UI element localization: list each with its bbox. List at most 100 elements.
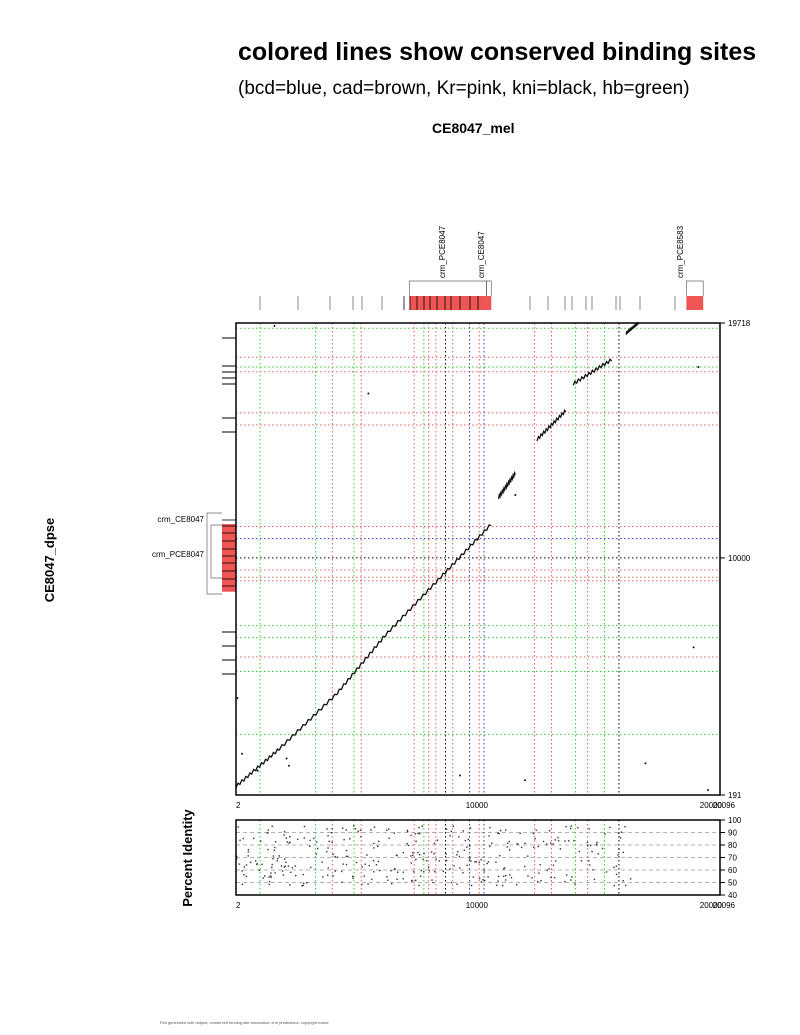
pi-dot [258,869,260,871]
pi-dot [303,837,305,839]
pi-dot [535,829,538,831]
pi-y-tick-label: 60 [728,866,737,875]
pi-dot [290,871,292,873]
pi-dot [435,858,438,860]
pi-dot [376,845,379,847]
alignment-dot [458,774,461,777]
pi-dot [282,874,285,876]
pi-dot [622,851,624,854]
pi-dot [487,876,489,878]
pi-dot [532,832,535,835]
y-tick-label: 19718 [728,319,751,328]
pi-dot [480,881,483,883]
pi-dot [419,875,422,878]
pi-dot [268,883,270,886]
pi-dot [553,876,556,879]
pi-dot [516,843,518,845]
pi-dot [615,873,618,876]
pi-dot [412,854,414,857]
pi-dot [410,855,412,857]
pi-dot [331,828,333,830]
pi-dot [378,840,380,843]
pi-dot [407,844,410,847]
pi-dot [601,847,604,850]
pi-dot [406,842,408,845]
pi-dot [247,851,250,853]
pi-dot [438,860,441,862]
pi-dot [434,870,436,873]
pi-dot [506,846,509,848]
pi-y-tick-label: 100 [728,816,742,825]
pi-dot [497,875,500,878]
pi-dot [418,884,420,887]
x-tick-label: 10000 [466,801,489,810]
alignment-segment [336,635,386,695]
pi-dot [619,837,622,839]
pi-dot [469,827,472,829]
top-crm-bracket [486,280,492,296]
pi-dot [391,883,393,885]
pi-dot [322,876,324,878]
pi-dot [316,847,319,850]
pi-dot [343,839,345,841]
pi-dot [550,876,552,879]
pi-dot [334,856,336,858]
y-tick-label: 10000 [728,554,751,563]
dotplot-frame [235,322,721,796]
pi-dot [247,848,250,851]
pi-dot [467,838,470,841]
left-crm-label: crm_CE8047 [157,515,204,524]
pi-dot [503,875,505,877]
pi-dot [340,870,343,873]
pi-dot [302,873,305,876]
pi-dot [524,842,526,845]
pi-dot [361,866,363,868]
pi-dot [247,855,249,857]
pi-dot [537,845,540,848]
pi-dot [469,845,471,847]
pi-dot [254,860,257,862]
pi-dot [458,836,460,838]
alignment-segment [536,408,567,442]
pi-dot [315,853,317,855]
pi-dot [430,851,433,853]
pi-dot [418,826,420,829]
pi-dot [564,880,566,883]
pi-dot [495,861,497,863]
pi-dot [242,837,245,840]
pi-dot [283,831,286,833]
pi-dot [366,854,368,856]
pi-dot [489,845,491,848]
pi-dot [295,874,297,877]
pi-dot [617,832,620,834]
pi-dot [499,855,501,857]
pi-dot [617,854,619,856]
pi-dot [301,884,303,887]
pi-dot [283,866,286,868]
pi-dot [450,881,453,884]
pi-dot [534,838,536,840]
percent-identity-bands [236,832,720,883]
alignment-dot [514,494,517,497]
pi-dot [285,837,288,839]
pi-dot [394,867,396,870]
pi-dot [261,863,263,866]
pi-dot [519,832,521,835]
pi-dot [239,839,241,842]
pi-dot [613,884,615,887]
pi-dot [578,850,581,853]
pi-dot [386,876,388,878]
left-crm-bracket [206,512,222,595]
pi-dot [266,832,269,834]
pi-dot [284,865,286,867]
pi-dot [504,879,507,881]
pi-dot [310,866,312,869]
left-crm-label: crm_PCE8047 [152,550,205,559]
pi-dot [505,874,507,877]
pi-dot [456,854,458,856]
pi-axis-label: Percent Identity [180,808,195,906]
pi-y-tick-label: 80 [728,841,737,850]
pi-dot [433,842,436,845]
pi-dot [272,858,274,860]
pi-dot [287,865,290,867]
